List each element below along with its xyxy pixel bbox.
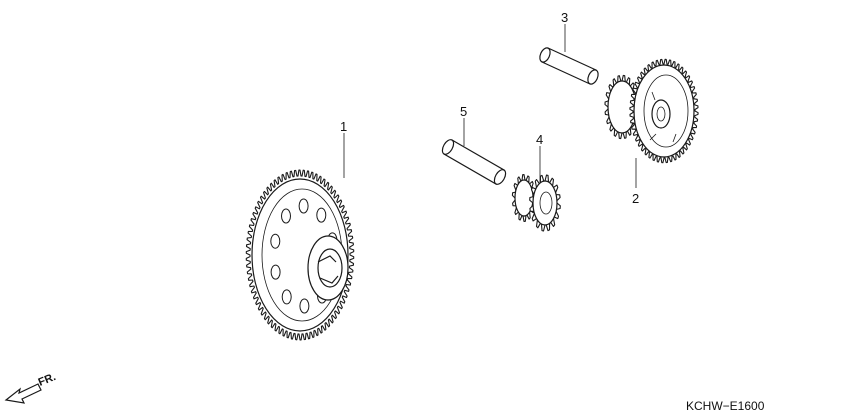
lightening-hole	[298, 198, 309, 214]
gear-1-lightening-holes	[270, 198, 338, 314]
part-3-shaft[interactable]	[538, 46, 600, 85]
direction-label: FR.	[37, 371, 58, 389]
lightening-hole	[299, 298, 310, 314]
callout-5: 5	[460, 104, 467, 119]
callout-1: 1	[340, 119, 347, 134]
lightening-hole	[281, 208, 291, 224]
lightening-hole	[270, 264, 281, 280]
lightening-hole	[270, 233, 281, 249]
part-5-shaft[interactable]	[440, 138, 508, 186]
lightening-hole	[281, 289, 292, 305]
front-direction-arrow: FR.	[4, 371, 58, 404]
callout-4: 4	[536, 132, 543, 147]
part-2-compound-gear[interactable]	[604, 58, 699, 164]
lightening-hole	[316, 207, 327, 223]
part-1-large-gear[interactable]	[245, 169, 355, 341]
part-4-small-gear[interactable]	[511, 174, 561, 232]
leader-lines	[343, 24, 637, 188]
diagram-code: KCHW−E1600	[686, 399, 765, 413]
callout-3: 3	[561, 10, 568, 25]
callout-2: 2	[632, 191, 639, 206]
